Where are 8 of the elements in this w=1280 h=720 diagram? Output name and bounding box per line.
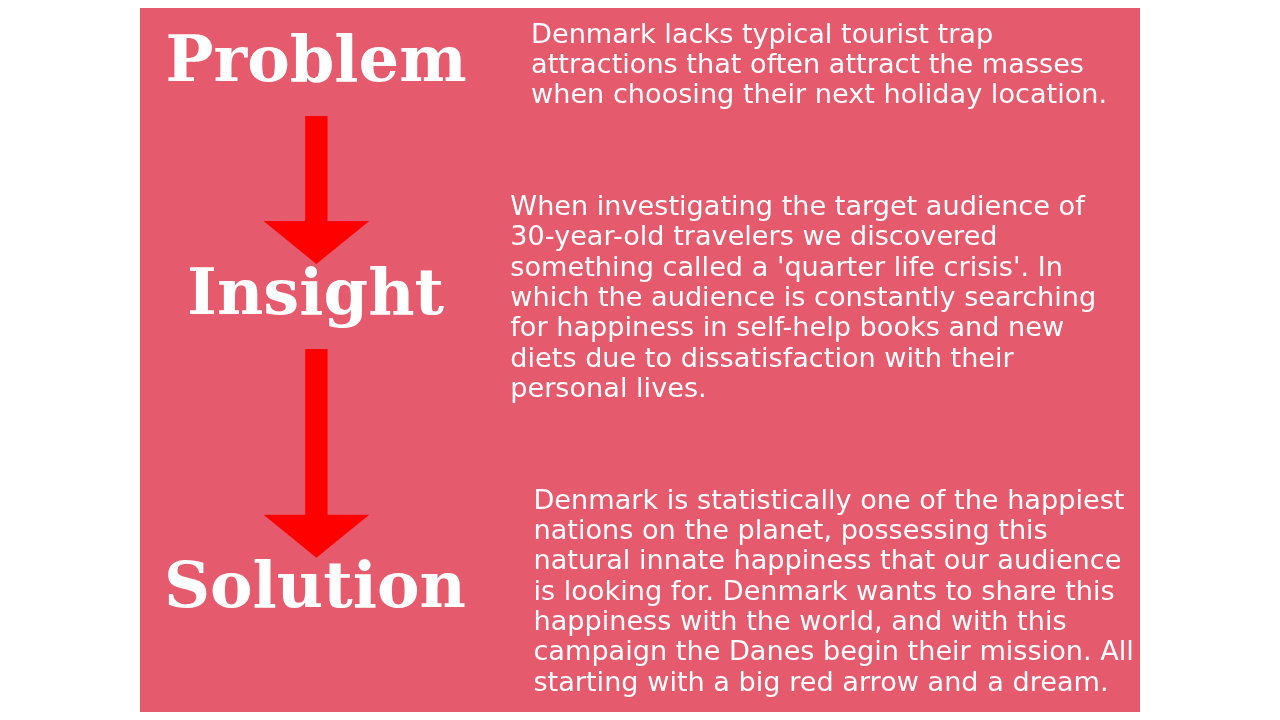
node-label: When investigating the target audience of 30-year-old travelers we discovered something called a 'quarter life crisis'. In which the audience is constantly searching for happiness in self-help books and new diets due to dissatisfaction with their personal lives.	[510, 189, 1097, 403]
node-text: Insight	[187, 253, 445, 329]
node-text: Problem	[165, 20, 467, 96]
arrow	[263, 116, 370, 265]
arrow	[263, 348, 370, 558]
node-text: Solution	[163, 547, 466, 623]
node-label: Denmark is statistically one of the happiest nations on the planet, possessing this natural innate happiness that our audience is looking for. Denmark wants to share this happiness with the world, and with this campaign the Danes begin their mission. All starting with a big red arrow and a dream.	[533, 483, 1134, 697]
node-label: Denmark lacks typical tourist trap attractions that often attract the masses when choosing their next holiday location.	[531, 17, 1108, 110]
